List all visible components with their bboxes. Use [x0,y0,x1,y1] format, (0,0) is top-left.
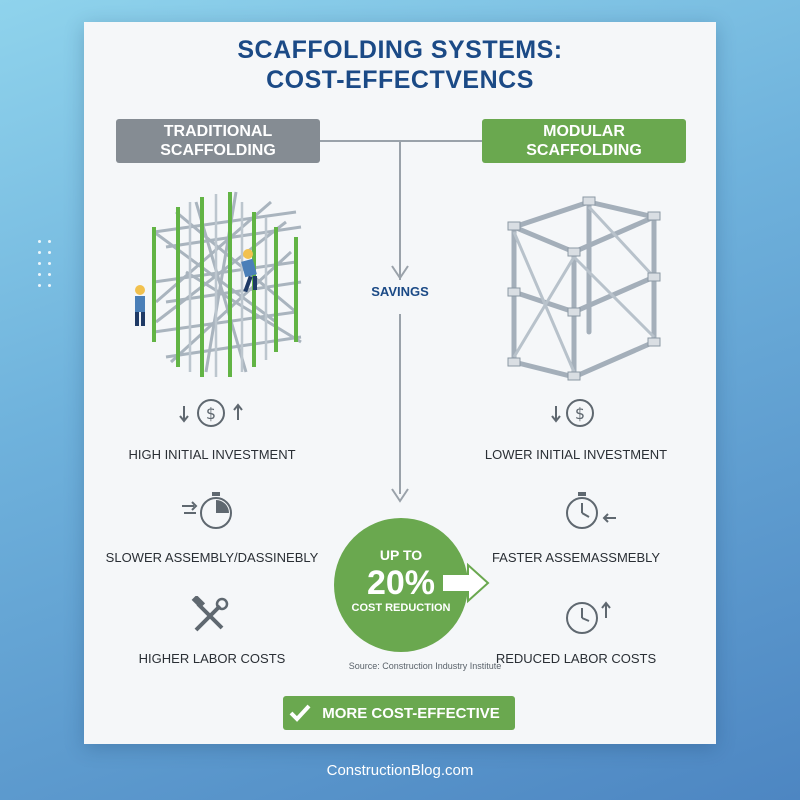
svg-text:$: $ [575,404,585,423]
stopwatch-fast-icon [182,492,232,529]
modular-header: MODULAR SCAFFOLDING [482,119,686,163]
infographic-card: SCAFFOLDING SYSTEMS: COST-EFFECTVENCS TR… [84,22,716,744]
arrow-right-icon [441,562,490,604]
modular-feature-1: LOWER INITIAL INVESTMENT [484,447,668,462]
title-line-1: SCAFFOLDING SYSTEMS: [237,36,563,64]
arrow-down-icon [391,488,409,503]
stopwatch-icon [566,492,616,529]
modular-header-line2: SCAFFOLDING [526,142,642,159]
worker-figure [135,285,145,326]
dollar-up-down-icon: $ [179,399,243,427]
modular-feature-2: FASTER ASSEMASSMEBLY [491,550,661,565]
traditional-feature-3: HIGHER LABOR COSTS [138,651,286,666]
source-note: Source: Construction Industry Institute [348,661,502,671]
connector-horizontal [320,140,482,142]
dollar-down-icon: $ [551,399,594,427]
traditional-header: TRADITIONAL SCAFFOLDING [116,119,320,163]
traditional-header-line1: TRADITIONAL [163,123,273,140]
traditional-feature-2: SLOWER ASSEMBLY/DASSINEBLY [105,550,319,565]
banner-label: MORE COST-EFFECTIVE [322,704,500,722]
checkmark-icon [283,696,317,730]
more-cost-effective-banner: MORE COST-EFFECTIVE [283,696,515,730]
traditional-scaffold-illustration [135,191,302,377]
decorative-dots [38,240,58,290]
traditional-feature-1: HIGH INITIAL INVESTMENT [128,447,296,462]
badge-caption: COST REDUCTION [351,602,451,614]
arrow-down-icon [391,265,409,280]
traditional-header-line2: SCAFFOLDING [160,142,276,159]
footer-site-name: ConstructionBlog.com [326,762,474,779]
savings-label: SAVINGS [371,284,429,299]
connector-upper [399,140,401,280]
modular-feature-3: REDUCED LABOR COSTS [495,651,657,666]
wrench-hammer-icon [191,596,229,632]
cost-reduction-badge: UP TO 20% COST REDUCTION [334,518,468,652]
badge-prefix: UP TO [379,547,423,563]
svg-text:$: $ [206,404,216,423]
badge-value: 20% [366,564,436,602]
modular-header-line1: MODULAR [543,123,625,140]
worker-figure [241,249,257,293]
clock-up-icon [566,601,611,634]
title-line-2: COST-EFFECTVENCS [266,66,534,94]
connector-lower [399,314,401,494]
modular-scaffold-illustration [507,196,661,381]
